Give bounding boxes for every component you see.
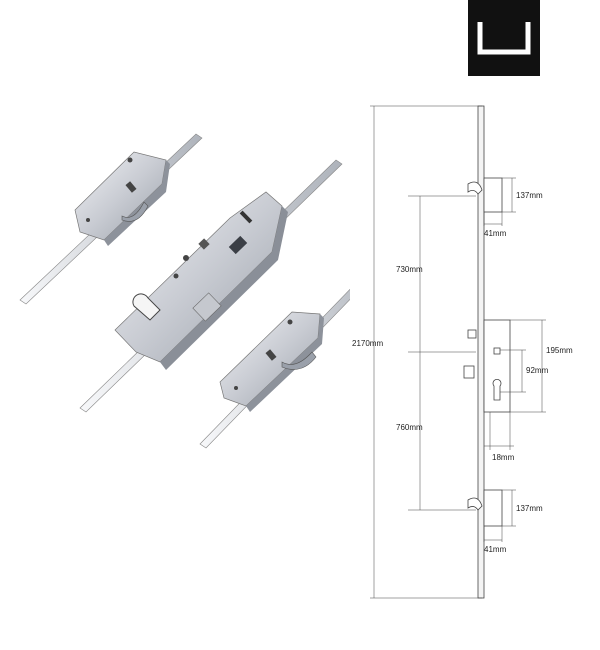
cylinder-cutout (492, 378, 502, 401)
lock-product-illustration (19, 133, 350, 449)
centre-gearbox-lock-photo (79, 159, 343, 413)
bottom-hook-lock-photo (199, 288, 350, 449)
dim-lower-spacing: 760mm (396, 423, 423, 432)
top-keep-block (483, 177, 503, 213)
dim-centres: 92mm (526, 366, 549, 375)
faceplate-strip (477, 105, 485, 599)
dim-backset: 18mm (492, 453, 515, 462)
lock-dimension-diagram: 2170mm 730mm 760mm 137mm 41mm 195mm 92mm… (352, 105, 573, 599)
dim-top-keep-width: 41mm (484, 229, 507, 238)
dim-bottom-keep-width: 41mm (484, 545, 507, 554)
top-hook (467, 181, 483, 195)
bottom-hook (467, 497, 483, 511)
dim-bottom-keep-height: 137mm (516, 504, 543, 513)
u-channel-logo-icon (477, 22, 531, 55)
dim-upper-spacing: 730mm (396, 265, 423, 274)
top-hook-lock-photo (19, 133, 203, 305)
dim-gearbox-height: 195mm (546, 346, 573, 355)
dim-top-keep-height: 137mm (516, 191, 543, 200)
bottom-keep-block (483, 489, 503, 527)
gearbox-body (483, 319, 511, 413)
brand-logo (468, 0, 540, 76)
dim-overall-height: 2170mm (352, 339, 383, 348)
